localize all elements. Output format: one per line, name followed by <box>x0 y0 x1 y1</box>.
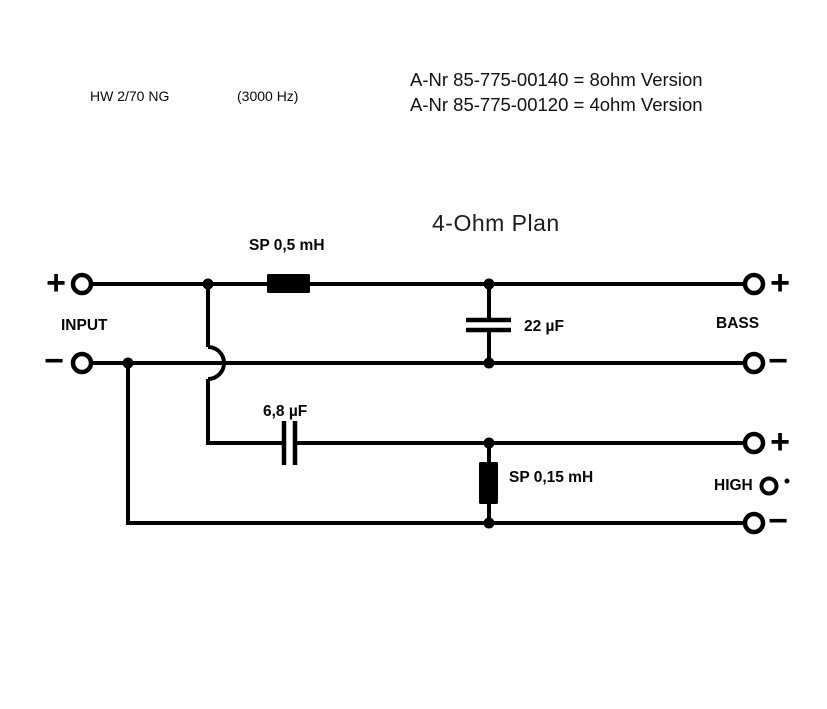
high-label: HIGH <box>714 477 753 494</box>
junction-dot <box>202 278 214 290</box>
input-label: INPUT <box>61 317 108 334</box>
high-minus-terminal <box>742 511 766 535</box>
high-capacitor-label: 6,8 µF <box>263 403 307 420</box>
junction-dot <box>483 278 495 290</box>
bass-inductor-label: SP 0,5 mH <box>249 237 325 254</box>
junction-dot <box>483 357 495 369</box>
high-marker-ring <box>759 476 779 496</box>
bass-minus-sign: − <box>768 342 788 380</box>
high-plus-sign: + <box>770 423 790 461</box>
input-minus-sign: − <box>44 342 64 380</box>
bass-inductor-symbol <box>267 274 310 293</box>
input-plus-sign: + <box>46 264 66 302</box>
crossover-frequency-label: (3000 Hz) <box>237 88 298 104</box>
high-minus-sign: − <box>768 502 788 540</box>
junction-dot <box>483 437 495 449</box>
bass-plus-sign: + <box>770 264 790 302</box>
junction-dot <box>483 517 495 529</box>
plan-title: 4-Ohm Plan <box>432 210 560 236</box>
high-inductor-label: SP 0,15 mH <box>509 469 593 486</box>
high-inductor-symbol <box>479 462 498 504</box>
version-4ohm-label: A-Nr 85-775-00120 = 4ohm Version <box>410 94 703 115</box>
high-plus-terminal <box>742 431 766 455</box>
high-marker-dot <box>784 478 790 484</box>
bass-label: BASS <box>716 315 759 332</box>
bass-minus-terminal <box>742 351 766 375</box>
junction-dot <box>122 357 134 369</box>
model-label: HW 2/70 NG <box>90 88 169 104</box>
input-minus-terminal <box>70 351 94 375</box>
bass-plus-terminal <box>742 272 766 296</box>
input-plus-terminal <box>70 272 94 296</box>
version-8ohm-label: A-Nr 85-775-00140 = 8ohm Version <box>410 69 703 90</box>
bass-capacitor-label: 22 µF <box>524 318 564 335</box>
wire-crossover-hop <box>207 345 226 381</box>
